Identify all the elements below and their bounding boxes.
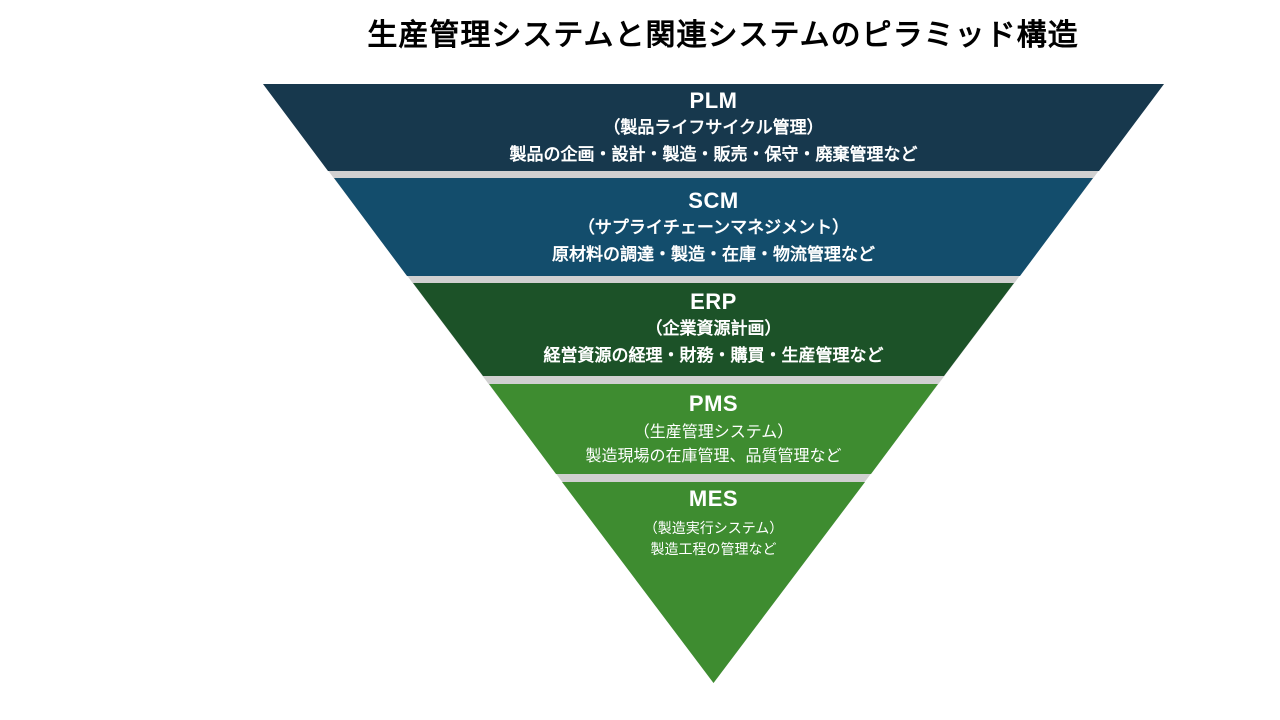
- layer-subtitle-erp: （企業資源計画）: [645, 319, 782, 338]
- layer-subtitle-scm: （サプライチェーンマネジメント）: [577, 218, 850, 237]
- pyramid-layer-plm: [263, 84, 1164, 171]
- layer-text-plm: PLM （製品ライフサイクル管理） 製品の企画・設計・製造・販売・保守・廃棄管理…: [393, 88, 1034, 168]
- layer-acronym-scm: SCM: [688, 188, 739, 213]
- layer-acronym-mes: MES: [688, 486, 739, 511]
- layer-text-pms: PMS （生産管理システム） 製造現場の在庫管理、品質管理など: [393, 391, 1034, 469]
- layer-acronym-pms: PMS: [688, 391, 739, 416]
- pyramid-layer-mes: [562, 482, 865, 683]
- layer-acronym-erp: ERP: [690, 289, 737, 314]
- layer-text-erp: ERP （企業資源計画） 経営資源の経理・財務・購買・生産管理など: [393, 289, 1034, 369]
- layer-subtitle-plm: （製品ライフサイクル管理）: [603, 118, 824, 137]
- layer-subtitle-mes: （製造実行システム）: [643, 520, 784, 536]
- layer-description-plm: 製品の企画・設計・製造・販売・保守・廃棄管理など: [509, 145, 918, 164]
- pyramid-layer-scm: [334, 178, 1093, 276]
- layer-description-erp: 経営資源の経理・財務・購買・生産管理など: [543, 346, 884, 365]
- layer-description-pms: 製造現場の在庫管理、品質管理など: [585, 448, 842, 465]
- layer-description-mes: 製造工程の管理など: [650, 541, 777, 557]
- pyramid-layer-erp: [413, 283, 1014, 376]
- layer-text-scm: SCM （サプライチェーンマネジメント） 原材料の調達・製造・在庫・物流管理など: [393, 188, 1034, 268]
- layer-text-mes: MES （製造実行システム） 製造工程の管理など: [393, 486, 1034, 560]
- layer-description-scm: 原材料の調達・製造・在庫・物流管理など: [552, 245, 875, 264]
- layer-acronym-plm: PLM: [689, 88, 738, 113]
- layer-subtitle-pms: （生産管理システム）: [633, 424, 794, 441]
- diagram-title: 生産管理システムと関連システムのピラミッド構造: [367, 19, 1079, 52]
- pyramid-layer-pms: [489, 384, 938, 474]
